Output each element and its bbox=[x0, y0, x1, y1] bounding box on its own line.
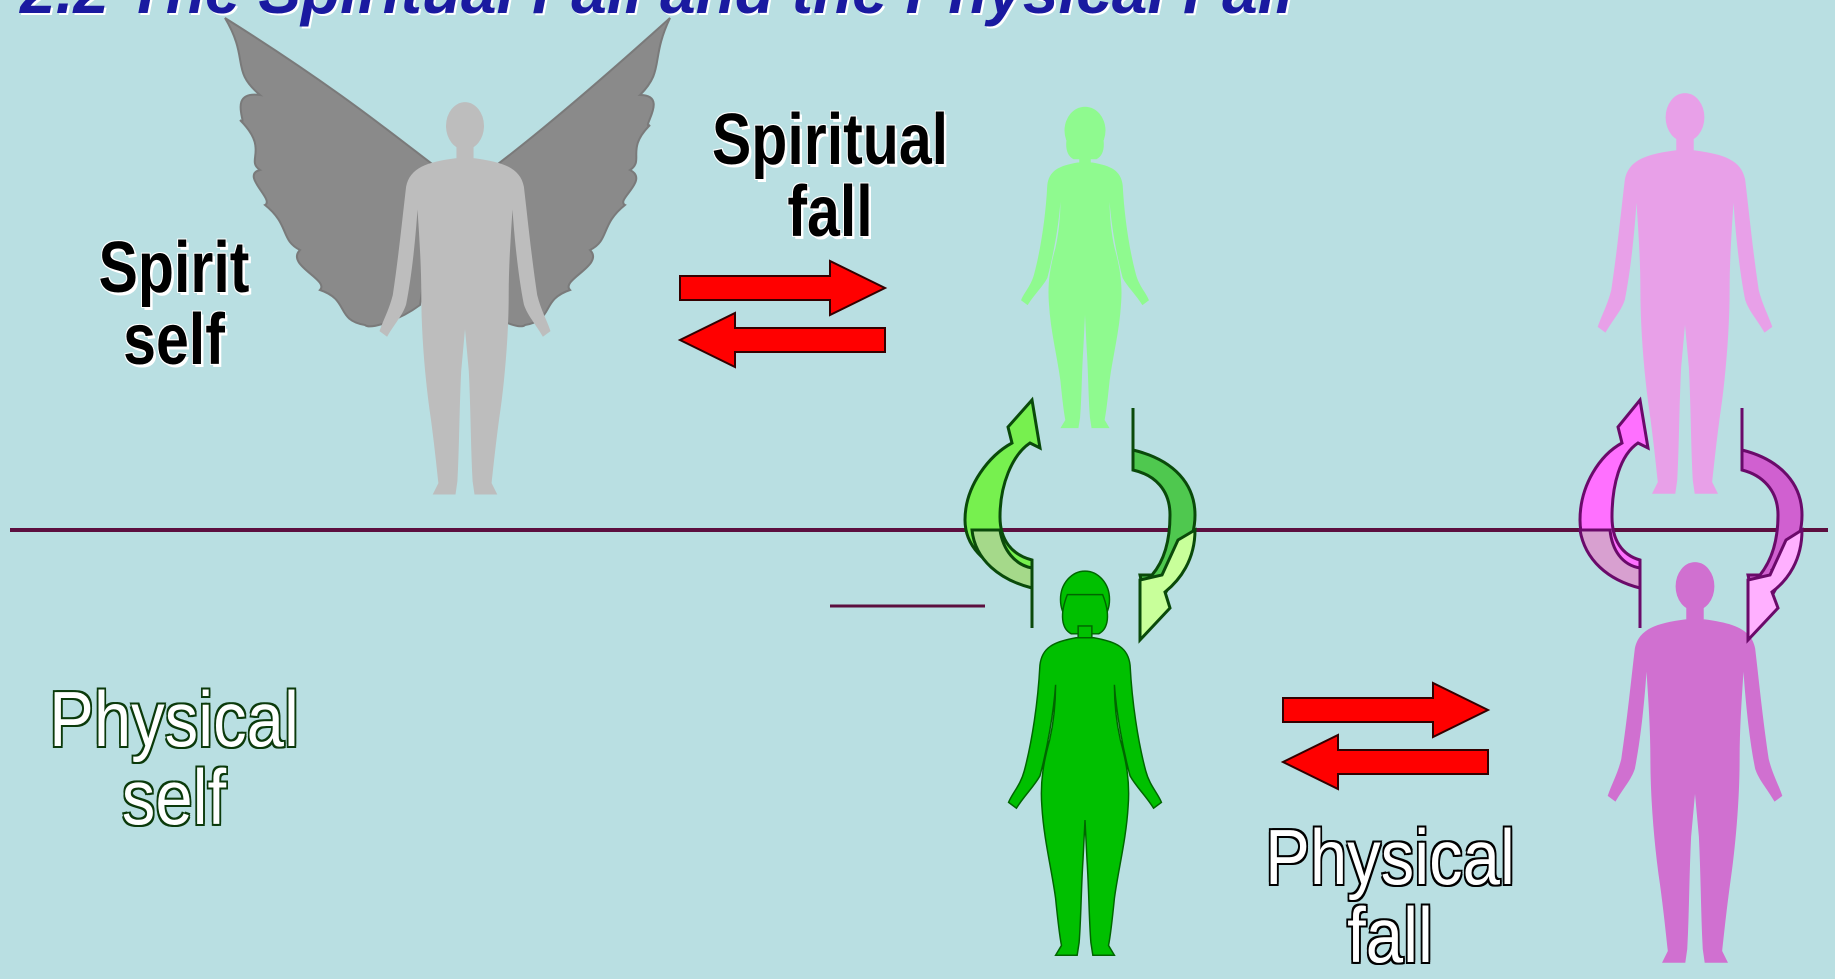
physical-self-line-1: Physical bbox=[45, 680, 303, 758]
spirit-self-line-1: Spirit bbox=[84, 232, 264, 304]
physical-fall-label: Physical fall bbox=[1261, 818, 1519, 974]
spiritual-fall-line-2: fall bbox=[699, 176, 961, 248]
physical-fall-arrows bbox=[1283, 683, 1488, 789]
spiritual-fall-line-1: Spiritual bbox=[699, 104, 961, 176]
spirit-self-label: Spirit self bbox=[84, 232, 264, 376]
physical-fall-line-1: Physical bbox=[1261, 818, 1519, 896]
physical-fall-line-2: fall bbox=[1261, 896, 1519, 974]
physical-self-label: Physical self bbox=[45, 680, 303, 836]
spirit-self-line-2: self bbox=[84, 304, 264, 376]
spirit-female-icon bbox=[1021, 107, 1149, 428]
angel-icon bbox=[225, 18, 670, 495]
physical-self-line-2: self bbox=[45, 758, 303, 836]
spiritual-fall-label: Spiritual fall bbox=[699, 104, 961, 248]
spiritual-fall-arrows bbox=[680, 261, 885, 367]
